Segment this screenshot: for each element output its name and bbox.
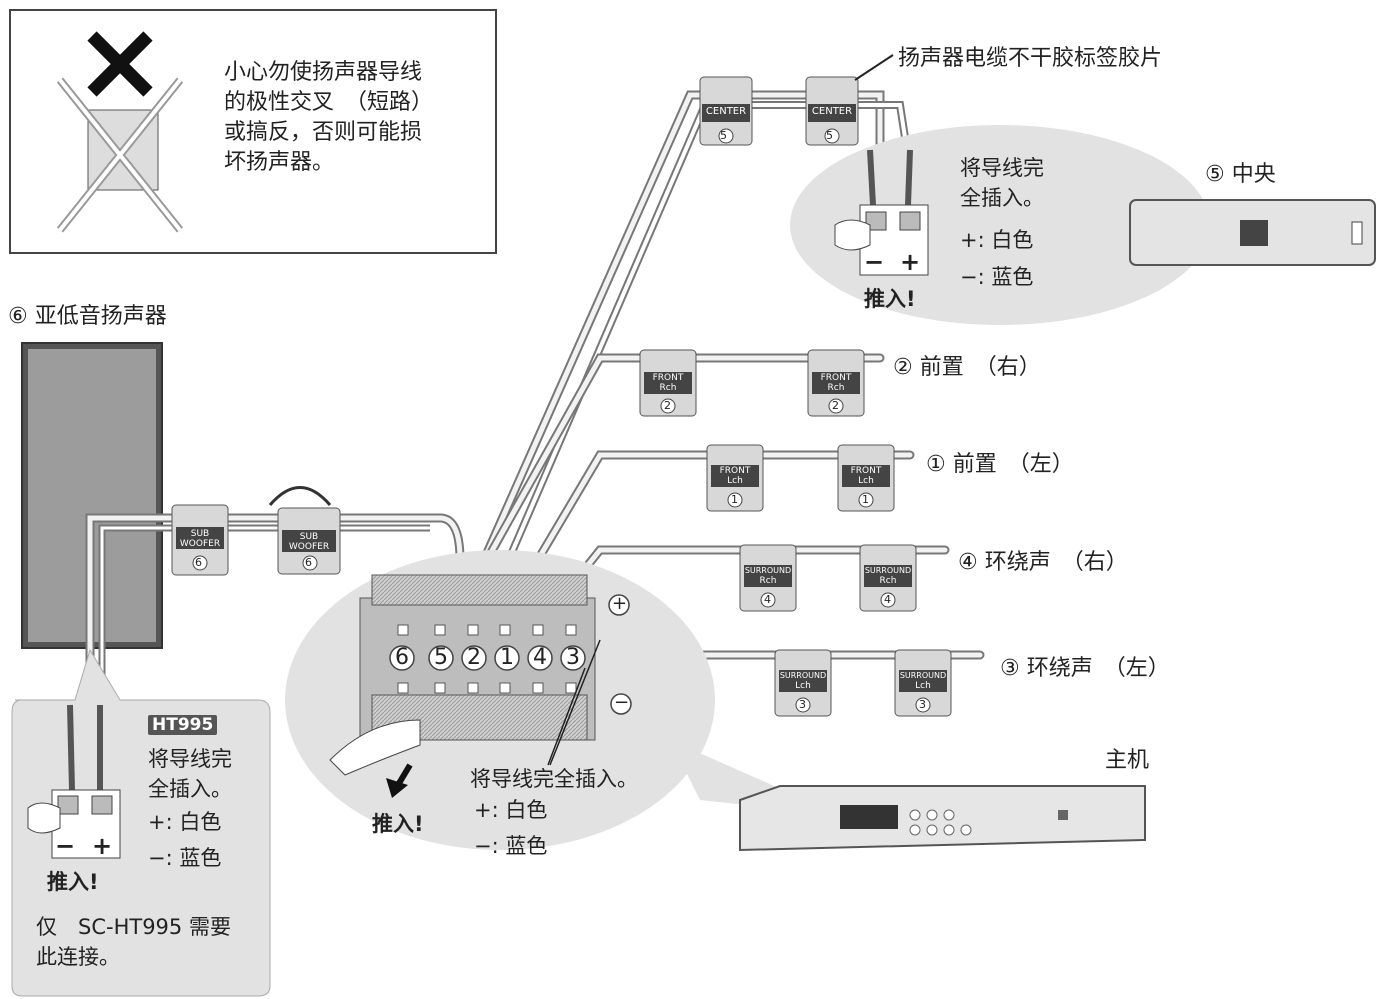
center-tag-1-text: CENTER	[705, 106, 747, 117]
center-minus-label: −: 蓝色	[960, 265, 1034, 289]
center-polarity-plus: +	[900, 248, 921, 276]
sub-tag-1-line1: SUB	[190, 529, 210, 539]
terminal-num-2: 2	[467, 645, 481, 670]
tag-center-1	[699, 76, 753, 146]
center-tag-2-num: 5	[826, 129, 833, 142]
center-title: ⑤ 中央	[1205, 162, 1276, 187]
channel-label-front-right: ② 前置 （右）	[893, 355, 1041, 380]
center-push-label: 推入!	[864, 287, 916, 311]
sub-plus-label: +: 白色	[148, 810, 222, 834]
terminal-num-3: 3	[566, 645, 580, 670]
tag-sl-2-num: 3	[919, 698, 926, 711]
sub-tag-2-line2: WOOFER	[288, 542, 330, 552]
tag-fr-1-num: 2	[664, 399, 671, 412]
terminal-minus-sign: −	[614, 692, 630, 713]
main-unit-label: 主机	[1105, 748, 1150, 773]
tag-sr-2-num: 4	[884, 593, 891, 606]
cross-mark-icon	[87, 31, 153, 97]
tape-pointer-line	[854, 54, 894, 81]
center-speaker	[1129, 199, 1376, 266]
center-insert-text: 将导线完 全插入。	[960, 156, 1044, 210]
tag-sl-2-line1: SURROUND	[899, 671, 947, 680]
sub-polarity-minus: −	[55, 832, 76, 860]
subwoofer-plug-illustration	[27, 704, 121, 859]
main-plus-label: +: 白色	[474, 798, 548, 822]
main-unit	[739, 785, 1146, 852]
terminal-num-1: 1	[500, 645, 514, 670]
terminal-circles	[389, 594, 632, 715]
center-plug-illustration	[834, 149, 929, 276]
sub-insert-text: 将导线完 全插入。	[148, 747, 232, 801]
tag-center-2	[805, 76, 859, 146]
tag-sr-1-line2: Rch	[759, 576, 777, 586]
channel-label-surround-right: ④ 环绕声 （右）	[958, 550, 1128, 575]
terminal-num-5: 5	[434, 645, 448, 670]
sub-tag-2-num: 6	[305, 556, 312, 569]
tag-sr-1-line1: SURROUND	[744, 566, 792, 575]
tag-fr-2-num: 2	[832, 399, 839, 412]
subwoofer-callout-bubble	[11, 648, 271, 997]
ht995-badge: HT995	[148, 715, 218, 735]
center-polarity-minus: −	[864, 248, 885, 276]
tag-sl-2-line2: Lch	[915, 681, 931, 691]
finger-icon	[329, 719, 421, 776]
tag-fl-1-line1: FRONT	[719, 466, 751, 476]
tag-fl-2-line1: FRONT	[850, 466, 882, 476]
main-push-label: 推入!	[372, 812, 424, 836]
center-tag-2-text: CENTER	[811, 106, 853, 117]
sub-tag-1-num: 6	[195, 556, 202, 569]
tag-sl-1-line2: Lch	[795, 681, 811, 691]
tag-fl-2-num: 1	[862, 493, 869, 506]
tape-label: 扬声器电缆不干胶标签胶片	[898, 46, 1163, 71]
center-plus-label: +: 白色	[960, 228, 1034, 252]
tag-fr-1-line2: Rch	[659, 383, 677, 393]
terminal-num-4: 4	[533, 645, 547, 670]
tag-sr-2-line2: Rch	[879, 576, 897, 586]
sub-note-text: 仅 SC-HT995 需要 此连接。	[36, 915, 231, 969]
tag-fl-1-line2: Lch	[727, 476, 743, 486]
main-insert-text: 将导线完全插入。	[470, 767, 638, 791]
tag-sl-1-line1: SURROUND	[779, 671, 827, 680]
sub-tag-2-line1: SUB	[299, 532, 319, 542]
sub-polarity-plus: +	[92, 832, 113, 860]
tag-fr-2-line1: FRONT	[820, 373, 852, 383]
tag-sr-2-line1: SURROUND	[864, 566, 912, 575]
subwoofer-title: ⑥ 亚低音扬声器	[8, 304, 167, 329]
main-minus-label: −: 蓝色	[474, 834, 548, 858]
tag-fl-2-line2: Lch	[858, 476, 874, 486]
tag-fr-1-line1: FRONT	[652, 373, 684, 383]
sub-minus-label: −: 蓝色	[148, 846, 222, 870]
tag-sr-1-num: 4	[764, 593, 771, 606]
channel-tag-bands	[176, 372, 947, 692]
terminal-num-6: 6	[395, 645, 409, 670]
channel-label-front-left: ① 前置 （左）	[926, 452, 1074, 477]
terminal-plus-sign: +	[612, 593, 628, 614]
flip-arrow-icon	[268, 486, 332, 506]
warning-text: 小心勿使扬声器导线 的极性交叉 （短路） 或搞反，否则可能损 坏扬声器。	[224, 60, 434, 175]
channel-tag-circles	[192, 398, 931, 713]
tag-sl-1-num: 3	[799, 698, 806, 711]
warning-illustration	[56, 31, 184, 233]
sub-tag-1-line2: WOOFER	[179, 539, 221, 549]
tag-fr-2-line2: Rch	[827, 383, 845, 393]
channel-label-surround-left: ③ 环绕声 （左）	[1000, 656, 1170, 681]
center-tag-1-num: 5	[720, 129, 727, 142]
terminal-pointer-lines	[547, 639, 601, 766]
sub-push-label: 推入!	[47, 870, 99, 894]
tag-fl-1-num: 1	[731, 493, 738, 506]
